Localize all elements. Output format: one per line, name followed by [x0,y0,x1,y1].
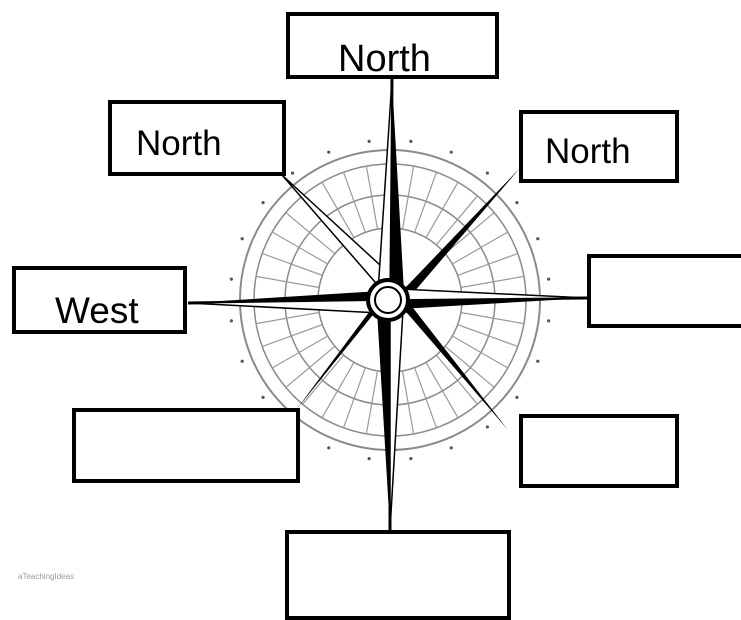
compass-tick [291,264,322,275]
compass-tick [426,362,443,391]
compass-tick [457,380,477,404]
compass-dot [327,151,330,154]
compass-tick [470,213,494,233]
publisher-credit: aTeachingIdeas [18,572,74,581]
southwest-label-box[interactable] [72,408,300,483]
compass-dot [536,237,539,240]
compass-tick [291,325,322,336]
compass-dot [409,140,412,143]
compass-tick [286,213,310,233]
compass-tick [452,336,481,353]
compass-tick [354,368,365,399]
compass-tick [415,201,426,232]
compass-dot [241,237,244,240]
compass-tick [366,166,371,197]
compass-tick [366,403,371,434]
compass-dot [327,446,330,449]
compass-dot [368,140,371,143]
compass-dot [368,457,371,460]
northeast-label-box[interactable]: North [519,110,679,183]
compass-tick [481,232,508,248]
compass-tick [493,318,524,323]
compass-tick [403,197,409,229]
compass-dot [515,396,518,399]
northwest-label: North [136,126,222,161]
compass-tick [343,399,354,428]
compass-tick [408,403,413,434]
compass-tick [287,313,319,319]
compass-tick [322,391,338,418]
compass-tick [287,282,319,288]
west-point-light [188,300,390,313]
southeast-label-box[interactable] [519,414,679,488]
compass-tick [443,391,459,418]
compass-tick [408,166,413,197]
compass-dot [241,360,244,363]
compass-tick [426,399,437,428]
compass-tick [262,336,291,347]
compass-tick [458,264,489,275]
compass-dot [547,278,550,281]
east-point-light [390,289,588,300]
compass-dot [515,201,518,204]
compass-tick [303,380,323,404]
compass-tick [256,318,287,323]
compass-tick [426,172,437,201]
compass-tick [481,353,508,369]
compass-tick [493,276,524,281]
compass-tick [458,325,489,336]
compass-dot [409,457,412,460]
compass-dot [230,278,233,281]
compass-tick [489,253,518,264]
compass-tick [452,248,481,265]
compass-tick [322,182,338,209]
compass-dot [261,201,264,204]
compass-dot [486,171,489,174]
compass-tick [403,371,409,403]
compass-tick [256,276,287,281]
compass-dot [536,360,539,363]
compass-tick [262,253,291,264]
compass-tick [299,248,328,265]
compass-tick [310,233,335,254]
compass-tick [354,201,365,232]
south-label-box[interactable] [285,530,511,620]
compass-tick [299,336,328,353]
compass-tick [338,362,355,391]
west-label-box[interactable]: West [12,266,187,334]
north-label-box[interactable]: North [286,12,499,79]
compass-tick [372,371,378,403]
compass-dot [450,151,453,154]
compass-tick [372,197,378,229]
compass-tick [343,172,354,201]
compass-dot [486,425,489,428]
compass-tick [272,353,299,369]
compass-tick [323,355,344,380]
compass-tick [286,367,310,387]
east-label-box[interactable] [587,254,741,328]
compass-dot [450,446,453,449]
northeast-label: North [545,134,631,169]
compass-tick [443,182,459,209]
compass-tick [461,282,493,288]
compass-center-inner [375,287,401,313]
northwest-label-box[interactable]: North [108,100,286,176]
compass-dot [547,319,550,322]
compass-tick [470,367,494,387]
compass-dot [230,319,233,322]
west-label: West [55,292,139,329]
compass-dot [261,396,264,399]
north-label: North [338,40,431,78]
south-point-light [390,300,403,530]
compass-tick [415,368,426,399]
compass-tick [461,313,493,319]
south-point-dark [377,300,390,530]
north-point-light [378,80,392,300]
compass-tick [272,232,299,248]
compass-tick [426,209,443,238]
compass-tick [489,336,518,347]
compass-dot [291,171,294,174]
